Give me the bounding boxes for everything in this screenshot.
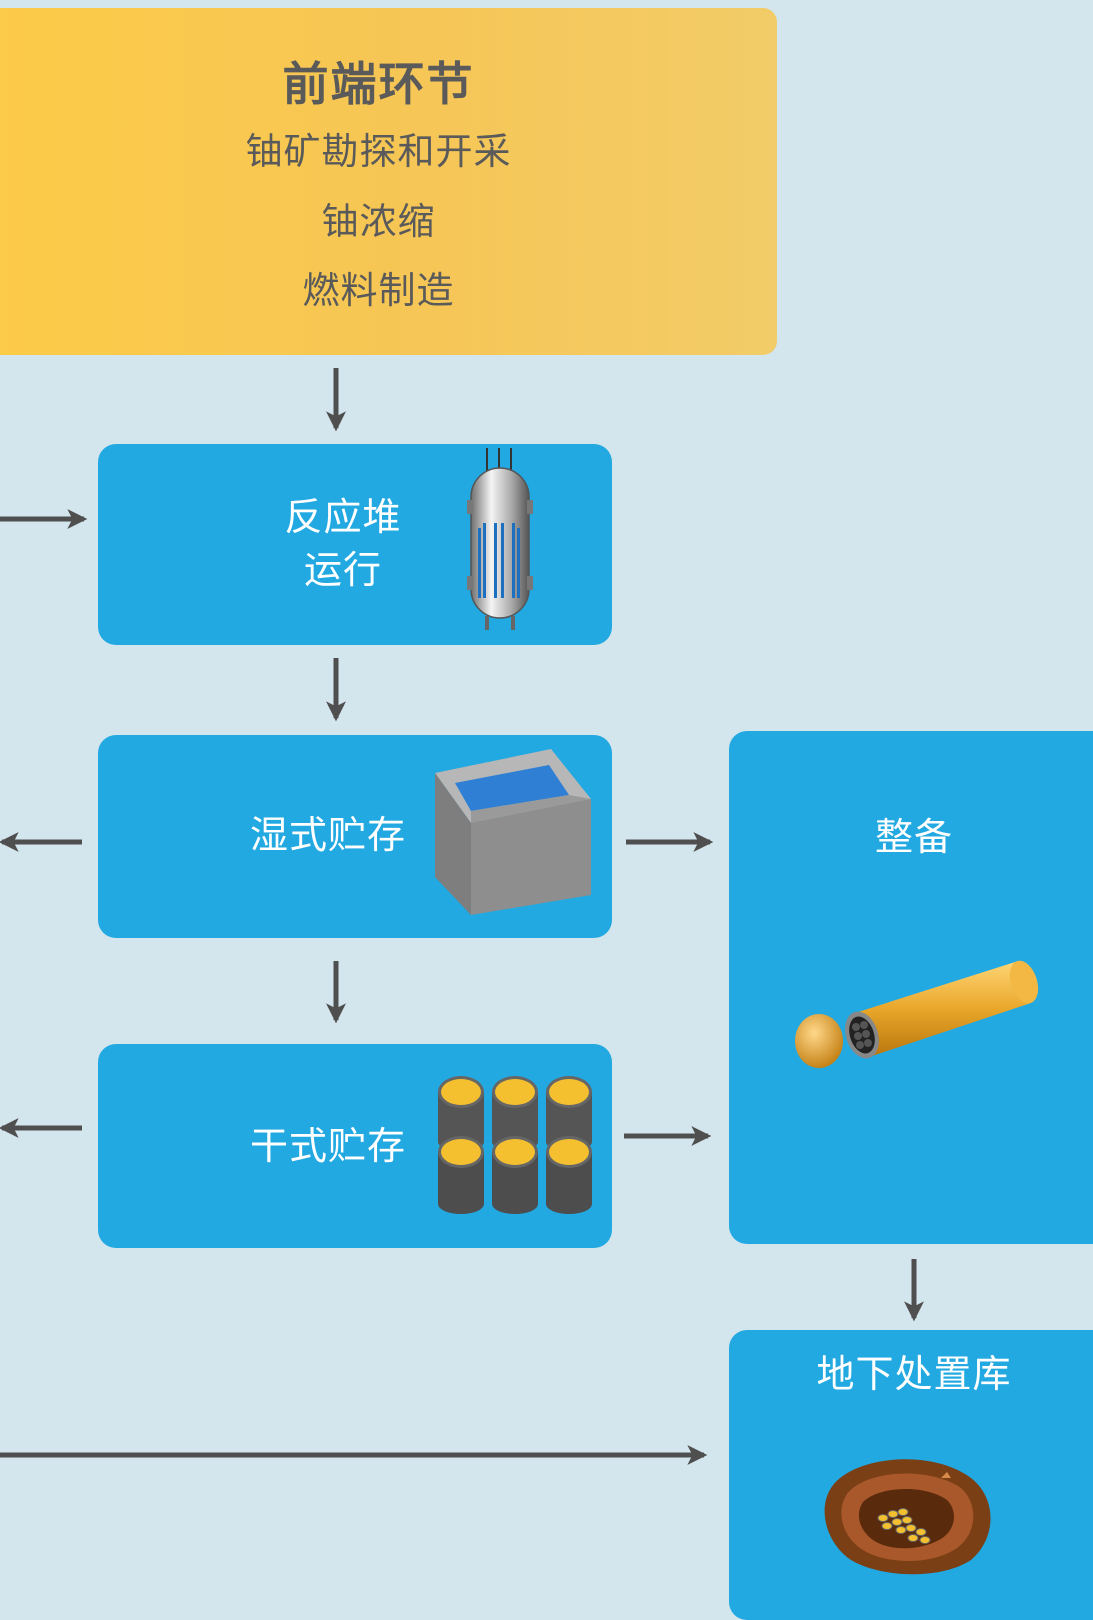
wet-storage-label: 湿式贮存 bbox=[249, 813, 406, 857]
conditioning-label: 整备 bbox=[874, 815, 953, 859]
storage-pool-icon bbox=[435, 749, 591, 915]
reactor-vessel-icon bbox=[467, 448, 533, 630]
front-end-title: 前端环节 bbox=[282, 57, 475, 111]
reactor-label-line2: 运行 bbox=[303, 548, 382, 592]
underground-repository-icon bbox=[824, 1459, 991, 1575]
front-end-item-fabrication: 燃料制造 bbox=[302, 269, 455, 312]
storage-casks-icon bbox=[438, 1076, 592, 1214]
conditioning-box: 整备 bbox=[729, 731, 1093, 1244]
dry-storage-label: 干式贮存 bbox=[249, 1124, 406, 1168]
front-end-box: 前端环节 铀矿勘探和开采 铀浓缩 燃料制造 bbox=[0, 8, 777, 355]
dry-storage-box: 干式贮存 bbox=[98, 1044, 612, 1248]
wet-storage-box: 湿式贮存 bbox=[98, 735, 612, 938]
front-end-item-mining: 铀矿勘探和开采 bbox=[245, 130, 512, 173]
disposal-canister-icon bbox=[795, 960, 1039, 1068]
front-end-item-enrichment: 铀浓缩 bbox=[321, 200, 436, 243]
reactor-operation-box: 反应堆 运行 bbox=[98, 444, 612, 645]
repository-label: 地下处置库 bbox=[816, 1352, 1012, 1396]
reactor-label-line1: 反应堆 bbox=[284, 495, 402, 539]
repository-box: 地下处置库 bbox=[729, 1330, 1093, 1620]
